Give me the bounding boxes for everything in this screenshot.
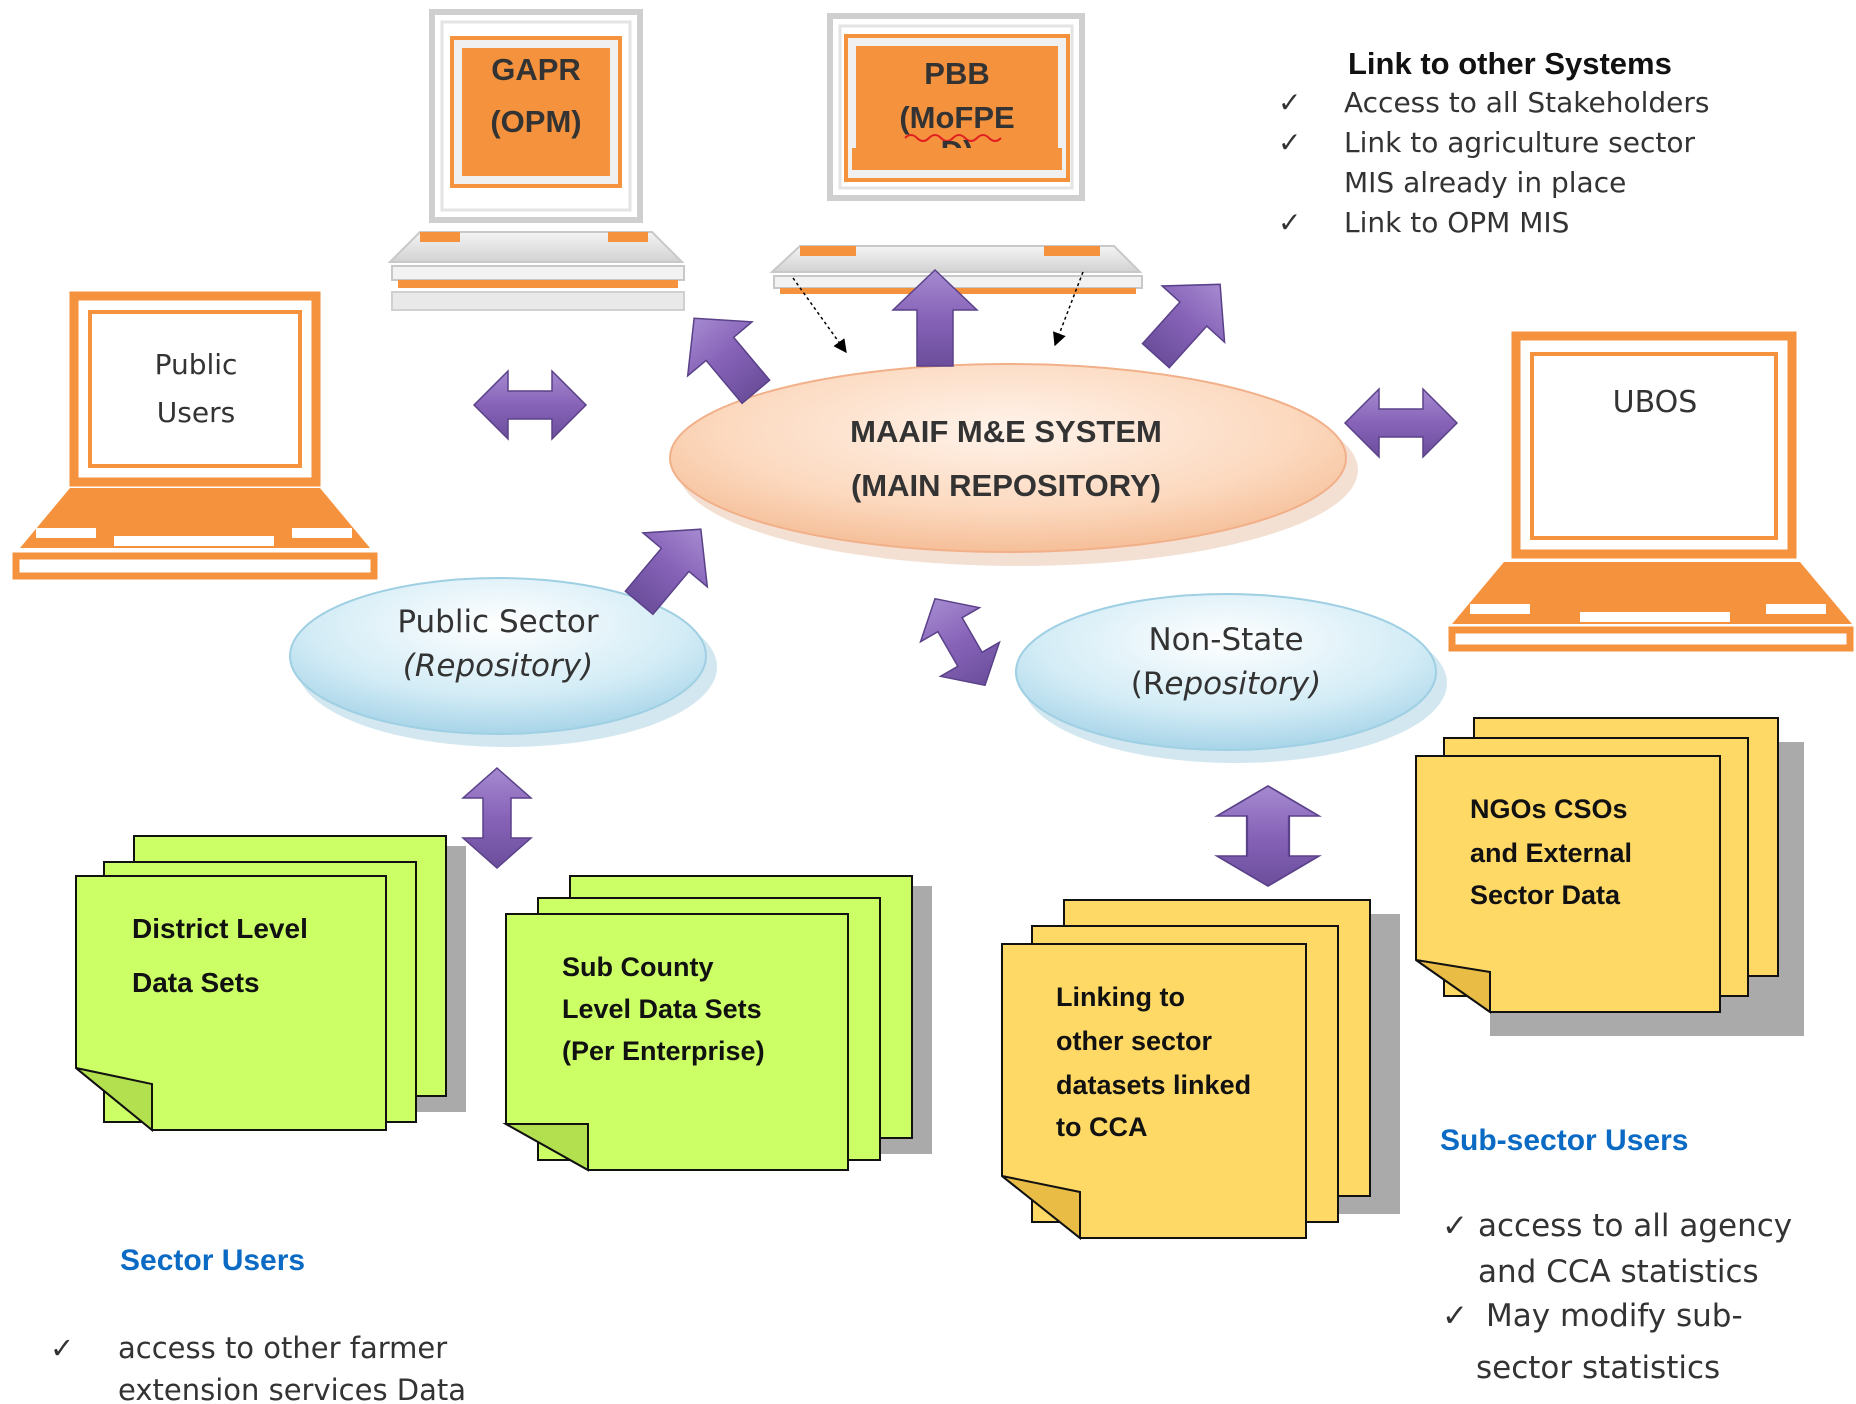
check-icon: ✓ xyxy=(1442,1298,1468,1334)
subcounty-datasets-stack: Sub County Level Data Sets (Per Enterpri… xyxy=(502,875,932,1172)
arrow-up-to-other-systems xyxy=(1123,255,1253,385)
public-sector-repository: Public Sector (Repository) xyxy=(289,577,717,747)
main-repository: MAAIF M&E SYSTEM (MAIN REPOSITORY) xyxy=(669,363,1358,566)
ngos-line1: NGOs CSOs xyxy=(1470,794,1628,824)
sector-users-title: Sector Users xyxy=(120,1244,305,1277)
check-icon: ✓ xyxy=(1278,206,1301,239)
sub-sector-users: Sub-sector Users ✓ access to all agency … xyxy=(1440,1124,1792,1386)
link-to-other-systems: Link to other Systems ✓ Access to all St… xyxy=(1278,46,1710,239)
spellcheck-underline xyxy=(904,134,1002,142)
arrow-public-sector-district xyxy=(462,767,532,869)
subcounty-line1: Sub County xyxy=(562,952,713,982)
public-sector-line1: Public Sector xyxy=(397,604,599,640)
main-repository-line1: MAAIF M&E SYSTEM xyxy=(850,414,1162,449)
arrow-main-non-state-exchange xyxy=(904,580,1016,704)
subcounty-line2: Level Data Sets xyxy=(562,994,762,1024)
check-icon: ✓ xyxy=(50,1331,74,1365)
check-icon: ✓ xyxy=(1278,126,1301,159)
linking-line2: other sector xyxy=(1056,1026,1213,1056)
link-systems-title: Link to other Systems xyxy=(1348,46,1672,81)
sub-sector-item-2: May modify sub- xyxy=(1486,1298,1743,1334)
linking-line1: Linking to xyxy=(1056,982,1185,1012)
ngos-line3: Sector Data xyxy=(1470,880,1621,910)
district-datasets-stack: District Level Data Sets xyxy=(75,835,466,1133)
check-icon: ✓ xyxy=(1278,86,1301,119)
non-state-line2: (Repository) xyxy=(1131,666,1321,702)
gapr-label-line2: (OPM) xyxy=(490,104,581,139)
non-state-repository: Non-State (Repository) xyxy=(1015,593,1447,763)
pbb-label-line2: (MoFPE xyxy=(899,100,1014,135)
main-repository-line2: (MAIN REPOSITORY) xyxy=(851,468,1161,503)
public-users-computer: Public Users xyxy=(12,291,378,580)
sub-sector-item-2b: sector statistics xyxy=(1476,1350,1720,1386)
arrow-public-users-exchange xyxy=(473,370,587,440)
linking-line3: datasets linked xyxy=(1056,1070,1251,1100)
sector-users: Sector Users ✓ access to other farmer ex… xyxy=(50,1244,466,1404)
arrow-non-state-linking xyxy=(1215,784,1321,888)
check-icon: ✓ xyxy=(1442,1208,1468,1244)
sector-users-item-1b: extension services Data xyxy=(118,1373,466,1404)
ubos-computer: UBOS xyxy=(1448,331,1854,652)
ngos-datasets-stack: NGOs CSOs and External Sector Data xyxy=(1415,717,1804,1036)
pbb-computer: PBB (MoFPE D) xyxy=(769,13,1143,294)
pbb-label-line1: PBB xyxy=(924,56,989,91)
link-systems-item-1: Access to all Stakeholders xyxy=(1344,86,1710,119)
link-systems-item-2b: MIS already in place xyxy=(1344,166,1626,199)
linking-line4: to CCA xyxy=(1056,1112,1147,1142)
ubos-label: UBOS xyxy=(1613,385,1698,420)
non-state-line1: Non-State xyxy=(1148,622,1303,658)
ngos-line2: and External xyxy=(1470,838,1632,868)
sub-sector-item-1: access to all agency xyxy=(1478,1208,1792,1244)
subcounty-line3: (Per Enterprise) xyxy=(562,1036,765,1066)
link-systems-item-2: Link to agriculture sector xyxy=(1344,126,1695,159)
sub-sector-users-title: Sub-sector Users xyxy=(1440,1124,1688,1157)
district-line1: District Level xyxy=(132,913,308,944)
gapr-computer: GAPR (OPM) xyxy=(387,9,685,311)
dotted-arrow-right xyxy=(1053,271,1084,347)
gapr-label-line1: GAPR xyxy=(491,52,581,87)
linking-datasets-stack: Linking to other sector datasets linked … xyxy=(1001,899,1400,1241)
public-sector-line2: (Repository) xyxy=(403,648,593,684)
sector-users-item-1: access to other farmer xyxy=(118,1331,447,1365)
public-users-label-line1: Public xyxy=(155,348,238,381)
link-systems-item-3: Link to OPM MIS xyxy=(1344,206,1569,239)
arrow-ubos-exchange xyxy=(1344,388,1458,458)
public-users-label-line2: Users xyxy=(157,396,235,429)
district-line2: Data Sets xyxy=(132,967,260,998)
sub-sector-item-1b: and CCA statistics xyxy=(1478,1254,1759,1290)
